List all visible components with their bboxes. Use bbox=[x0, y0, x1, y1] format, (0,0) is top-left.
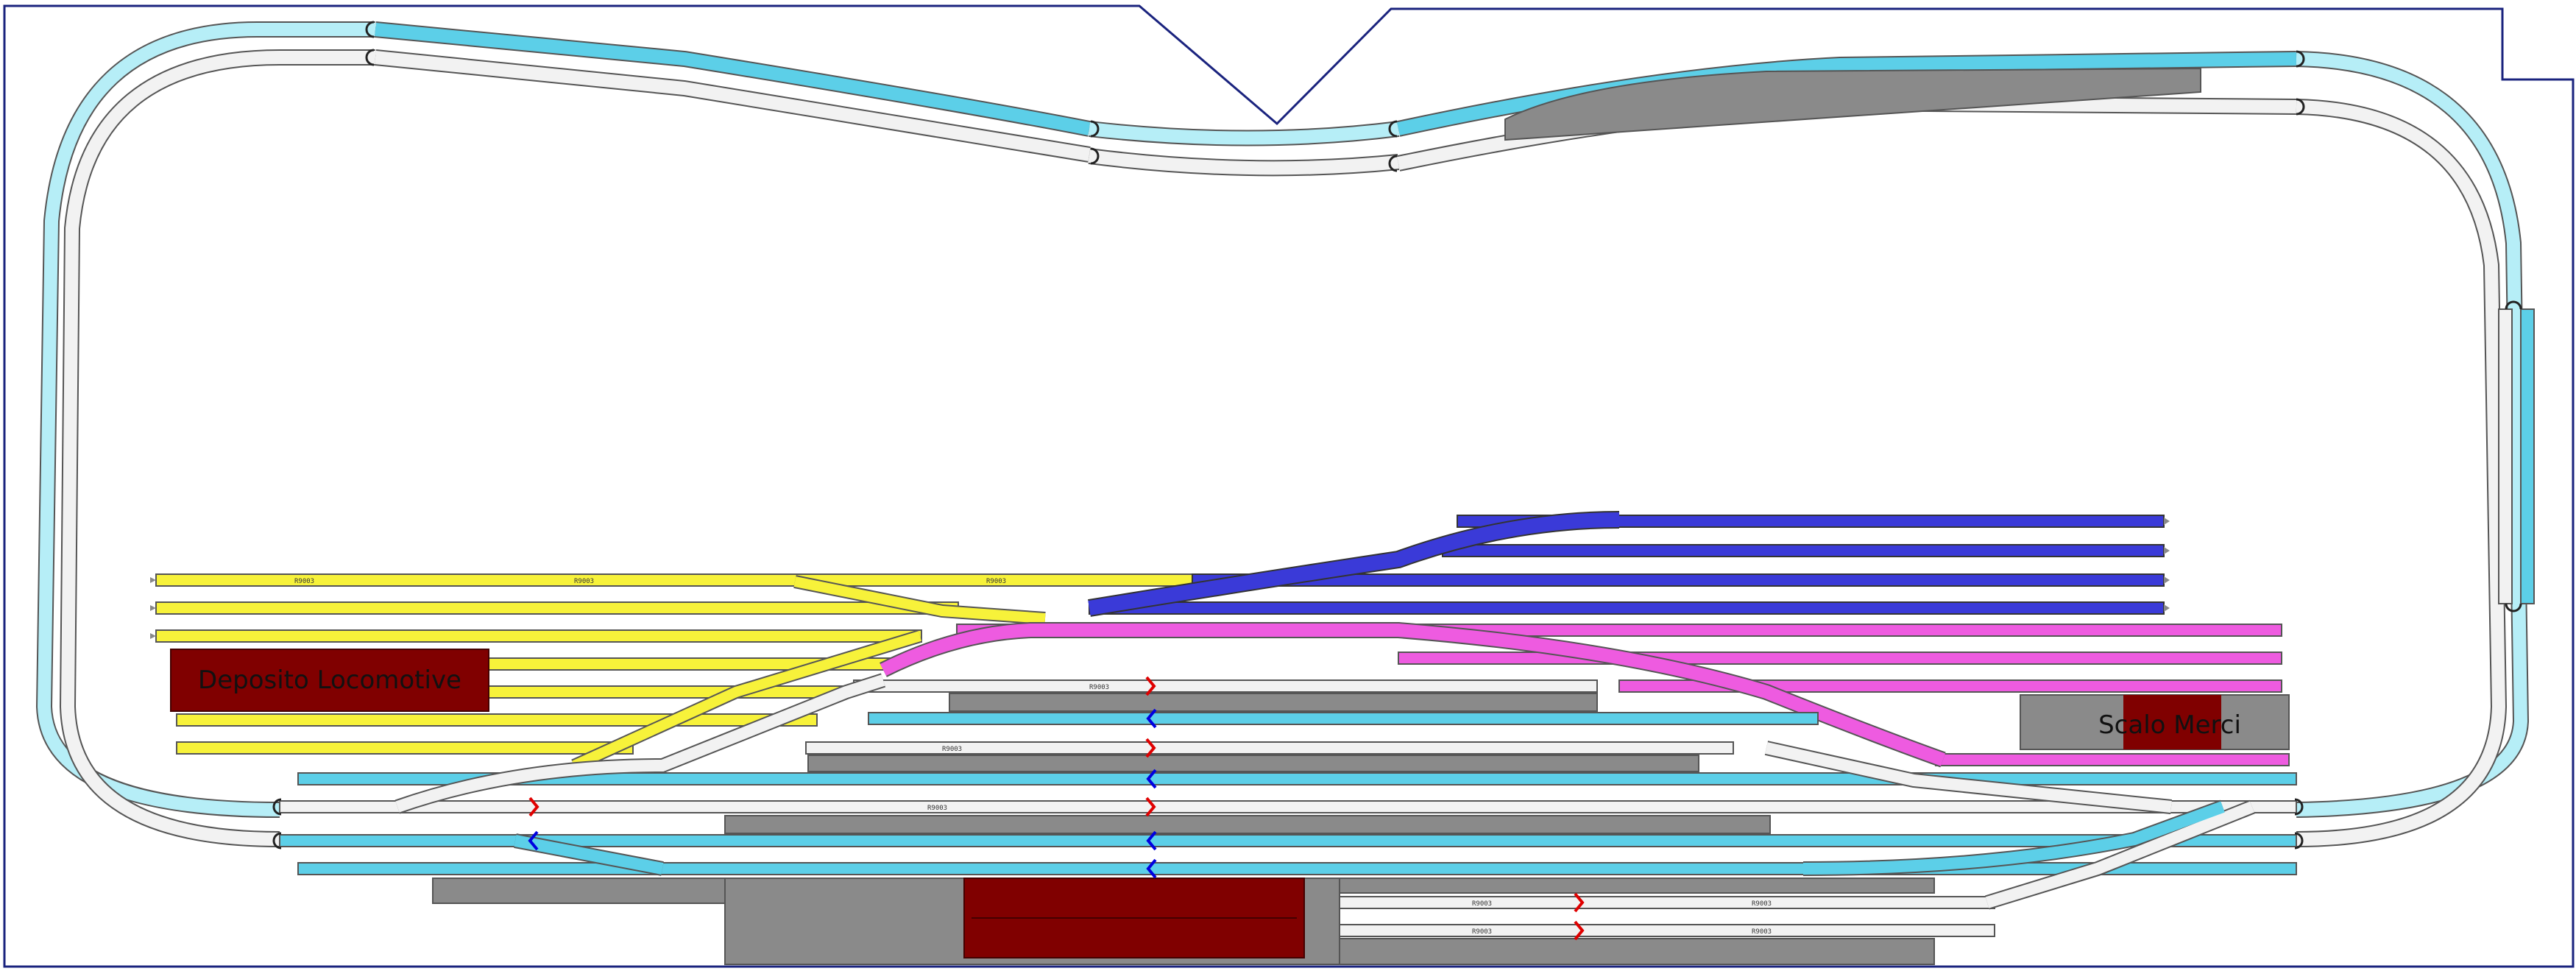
depot-label: Deposito Locomotive bbox=[198, 665, 461, 695]
svg-text:R9003: R9003 bbox=[1752, 900, 1772, 908]
depot-building bbox=[170, 649, 489, 712]
svg-text:R9003: R9003 bbox=[1472, 928, 1492, 936]
platform-2 bbox=[807, 755, 1699, 772]
freight-yard-building bbox=[2123, 695, 2221, 749]
platform-1 bbox=[949, 693, 1598, 712]
svg-text:R9003: R9003 bbox=[986, 578, 1006, 585]
svg-text:R9003: R9003 bbox=[942, 746, 962, 753]
station-platform-right bbox=[1339, 878, 1935, 894]
storage-tracks-blue[interactable] bbox=[1088, 511, 2170, 617]
station-yard-bottom bbox=[1339, 938, 1935, 965]
station-tracks[interactable] bbox=[279, 673, 2297, 937]
svg-text:R9003: R9003 bbox=[574, 578, 594, 585]
freight-yard-label: Scalo Merci bbox=[2098, 710, 2241, 740]
svg-text:R9003: R9003 bbox=[294, 578, 314, 585]
svg-text:R9003: R9003 bbox=[927, 805, 947, 812]
svg-text:R9003: R9003 bbox=[1472, 900, 1492, 908]
svg-text:R9003: R9003 bbox=[1089, 684, 1109, 691]
station-platform-left bbox=[432, 878, 726, 904]
track-codes: R9003 R9003 R9003 R9003 R9003 R9003 R900… bbox=[294, 578, 1772, 936]
direction-arrows bbox=[528, 676, 1585, 941]
baseboard-outline bbox=[3, 4, 2575, 968]
svg-text:R9003: R9003 bbox=[1752, 928, 1772, 936]
freight-tracks-magenta[interactable] bbox=[880, 622, 2290, 768]
upper-platform bbox=[1504, 67, 2201, 141]
platform-3 bbox=[724, 815, 1771, 834]
right-loop-inner[interactable] bbox=[2296, 99, 2508, 847]
